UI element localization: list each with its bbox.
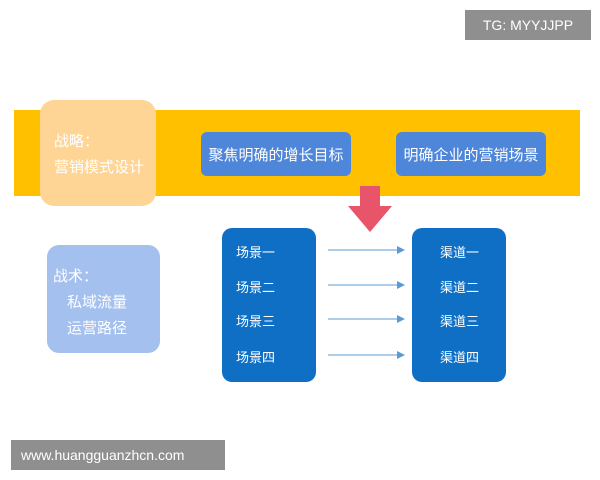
tactics-line-private-traffic: 私域流量 — [67, 293, 128, 311]
strategy-title: 战略： — [54, 132, 100, 150]
scene-item-2: 场景二 — [236, 281, 276, 296]
goal-box-scenarios: 明确企业的营销场景 — [396, 132, 546, 176]
goal-label: 聚焦明确的增长目标 — [208, 145, 344, 164]
scene-item-1: 场景一 — [236, 246, 276, 261]
channel-item-4: 渠道四 — [440, 351, 480, 366]
channel-item-3: 渠道三 — [440, 315, 480, 330]
tactics-line-operation-path: 运营路径 — [67, 319, 128, 337]
scene-item-4: 场景四 — [236, 351, 276, 366]
connector-arrows — [328, 246, 405, 359]
scene-column: 场景一 场景二 场景三 场景四 — [222, 228, 316, 382]
tactics-box: 战术： 私域流量 运营路径 — [47, 245, 160, 353]
channel-item-2: 渠道二 — [440, 281, 480, 296]
watermark-bottom: www.huangguanzhcn.com — [11, 440, 225, 470]
channel-column: 渠道一 渠道二 渠道三 渠道四 — [412, 228, 506, 382]
tactics-title: 战术： — [53, 267, 99, 285]
goal-box-growth: 聚焦明确的增长目标 — [201, 132, 351, 176]
strategy-box: 战略： 营销模式设计 — [40, 100, 156, 206]
goal-label: 明确企业的营销场景 — [403, 145, 539, 164]
strategy-subtitle: 营销模式设计 — [54, 158, 145, 176]
down-arrow-icon — [348, 186, 392, 232]
watermark-top: TG: MYYJJPP — [465, 10, 591, 40]
scene-item-3: 场景三 — [236, 315, 276, 330]
channel-item-1: 渠道一 — [440, 246, 480, 261]
